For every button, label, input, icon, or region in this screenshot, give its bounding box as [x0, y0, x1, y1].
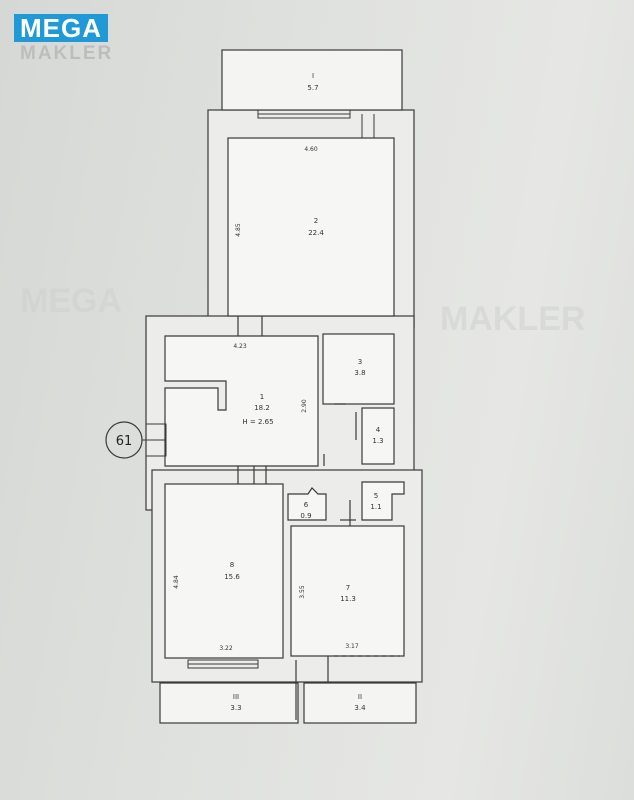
room-4-area: 1.3	[372, 437, 383, 445]
dim-room1-height: 2.90	[301, 399, 308, 413]
room-3-area: 3.8	[354, 369, 365, 377]
room-II-number: II	[358, 693, 362, 701]
room-6-number: 6	[304, 501, 309, 509]
room-7-area: 11.3	[340, 595, 356, 603]
dim-room2-height: 4.85	[235, 223, 242, 237]
room-8-interior	[164, 483, 284, 659]
dim-room7-width: 3.17	[345, 643, 359, 650]
room-8-number: 8	[230, 561, 234, 569]
dim-room1-width: 4.23	[233, 343, 247, 350]
balcony-bottom-left	[159, 682, 299, 724]
plan-marker-label: 61	[116, 434, 133, 449]
room-3-number: 3	[358, 358, 362, 366]
room-7-interior	[290, 525, 405, 657]
balcony-bottom-right	[303, 682, 417, 724]
room-1-height: H = 2.65	[242, 418, 273, 426]
watermark-mega: MEGA	[14, 14, 108, 42]
room-2-interior	[227, 137, 395, 317]
balconies	[159, 49, 417, 724]
watermark-makler: MAKLER	[20, 43, 114, 64]
dim-room2-width: 4.60	[304, 146, 318, 153]
room-5-number: 5	[374, 492, 378, 500]
dim-room8-width: 3.22	[219, 645, 233, 652]
room-III-area: 3.3	[230, 704, 241, 712]
room-6-area: 0.9	[300, 512, 311, 520]
room-4-number: 4	[376, 426, 381, 434]
room-2-number: 2	[314, 217, 318, 225]
room-3-interior	[322, 333, 395, 405]
plan-marker-circle	[105, 421, 143, 459]
balcony-top	[221, 49, 403, 111]
room-1-number: 1	[260, 393, 264, 401]
room-labels: I 5.7 2 22.4 1 18.2 H = 2.65 3 3.8 4 1.3…	[224, 72, 383, 712]
plan-marker: 61	[105, 421, 146, 459]
room-2-area: 22.4	[308, 229, 324, 237]
room-1-interior	[164, 335, 319, 467]
room-6-interior	[287, 487, 327, 521]
watermark-logo: MEGA MAKLER	[14, 14, 113, 65]
room-I-area: 5.7	[307, 84, 318, 92]
room-interiors	[164, 137, 405, 659]
watermark-faint-1: MEGA	[20, 282, 122, 320]
room-7-number: 7	[346, 584, 350, 592]
windows	[145, 109, 375, 669]
room-5-interior	[361, 481, 405, 521]
watermark-faint-2: MAKLER	[440, 300, 586, 338]
room-1-area: 18.2	[254, 404, 270, 412]
doors	[237, 316, 400, 720]
dim-room7-height: 3.55	[299, 585, 306, 599]
room-II-area: 3.4	[354, 704, 366, 712]
room-I-number: I	[312, 72, 314, 80]
dimension-labels: 4.60 4.85 4.23 2.90 4.84 3.22 3.55 3.17	[173, 146, 359, 652]
room-5-area: 1.1	[370, 503, 381, 511]
room-8-area: 15.6	[224, 573, 240, 581]
dim-room8-height: 4.84	[173, 575, 180, 589]
room-III-number: III	[233, 693, 239, 701]
room-4-interior	[361, 407, 395, 465]
